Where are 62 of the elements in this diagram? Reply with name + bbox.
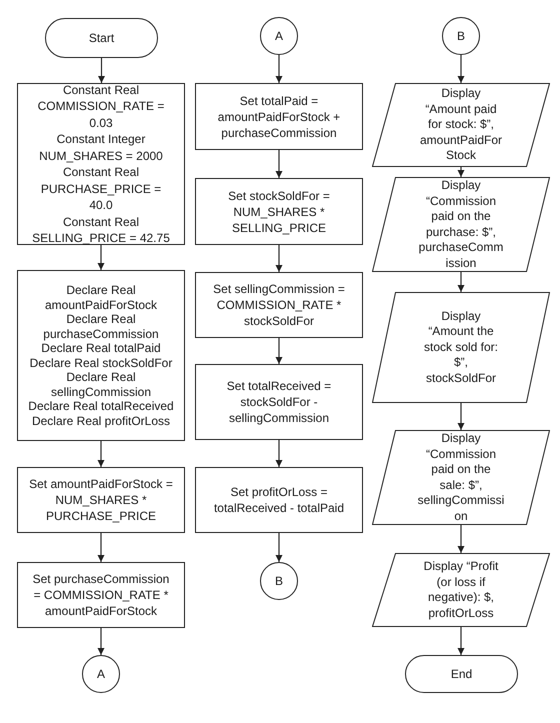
arrow — [458, 272, 464, 292]
node-text: A — [274, 28, 283, 44]
arrow — [276, 338, 282, 364]
process-box — [195, 272, 363, 338]
node-text: Start — [88, 30, 114, 46]
arrow — [276, 150, 282, 178]
node-text: Constant Real PURCHASE_PRICE = 40.0 — [40, 164, 162, 214]
arrow — [276, 440, 282, 467]
node-text: Constant Real COMMISSION_RATE = 0.03 — [36, 82, 166, 131]
arrow — [276, 55, 282, 83]
node-text: Display “Profit (or loss if negative): $, profitOrLoss — [422, 559, 500, 621]
node-text: Display “Amount the stock sold for: $”, stockSoldFor — [422, 308, 500, 386]
process-box — [17, 562, 185, 628]
node-text: Constant Integer NUM_SHARES = 2000 — [38, 131, 164, 164]
node-text: Set totalReceived = stockSoldFor - sellingCommission — [226, 378, 332, 426]
input-output-parallelogram — [372, 83, 550, 167]
arrow — [458, 627, 464, 655]
node-text: Set stockSoldFor = NUM_SHARES * SELLING_PRICE — [227, 188, 331, 236]
node-text: Set amountPaidForStock = NUM_SHARES * PURCHASE_PRICE — [28, 476, 174, 524]
node-text: B — [456, 28, 465, 44]
process-box — [195, 467, 363, 533]
node-text: Declare Real sellingCommission — [50, 370, 152, 399]
node-text: End — [450, 666, 472, 682]
node-text: Constant Real SELLING_PRICE = 42.75 — [31, 214, 171, 246]
node-text: Set sellingCommission = COMMISSION_RATE * stockSoldFor — [212, 281, 346, 329]
node-text: Set profitOrLoss = totalReceived - totalPaid — [212, 484, 346, 516]
node-text: Display “Commission paid on the sale: $”, sellingCommission — [418, 431, 504, 524]
node-text: Display “Amount paid for stock: $”, amountPaidForStock — [418, 86, 504, 164]
arrow — [276, 533, 282, 562]
terminal-shape — [405, 655, 518, 693]
node-text: Set totalPaid = amountPaidForStock + purchaseCommission — [216, 92, 342, 140]
node-text: Declare Real profitOrLoss — [32, 414, 170, 428]
process-box — [17, 467, 185, 533]
arrow — [98, 628, 104, 655]
node-text: A — [96, 666, 105, 682]
arrow — [276, 245, 282, 272]
node-text: Declare Real stockSoldFor — [30, 356, 172, 370]
process-box — [17, 270, 185, 441]
node-text: Display “Commission paid on the purchase: $”, purchaseCommission — [418, 178, 504, 271]
node-text: Declare Real purchaseCommission — [42, 312, 160, 341]
input-output-parallelogram — [372, 553, 550, 627]
arrow — [458, 167, 464, 177]
arrow — [98, 58, 105, 83]
arrow — [458, 403, 464, 430]
input-output-parallelogram — [372, 177, 550, 272]
process-box — [195, 178, 363, 245]
input-output-parallelogram — [372, 292, 550, 403]
node-text: Declare Real totalPaid — [41, 341, 161, 356]
node-text: Declare Real totalReceived — [28, 399, 174, 414]
terminal-shape — [45, 18, 158, 58]
process-box — [17, 83, 185, 245]
arrow — [98, 441, 104, 467]
input-output-parallelogram — [372, 430, 550, 525]
arrow — [458, 525, 464, 553]
arrow — [98, 533, 104, 562]
node-text: Declare Real amountPaidForStock — [44, 283, 158, 312]
arrow — [458, 55, 464, 83]
process-box — [195, 83, 363, 150]
node-text: B — [274, 573, 283, 589]
node-text: Set purchaseCommission = COMMISSION_RATE * amountPaidForStock — [32, 571, 170, 619]
arrow — [98, 245, 104, 270]
process-box — [195, 364, 363, 440]
